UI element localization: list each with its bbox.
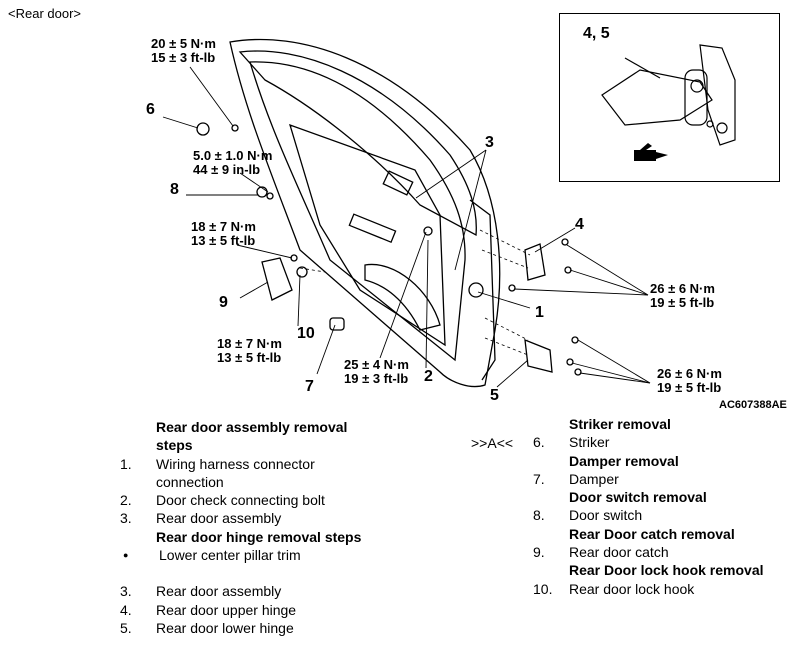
callout-3: 3	[485, 134, 494, 151]
heading-hinge-removal: Rear door hinge removal steps	[156, 528, 362, 545]
list-item: 9.Rear door catch	[533, 544, 669, 561]
door-handle	[382, 170, 414, 196]
list-item: 3.Rear door assembly	[120, 510, 282, 527]
damper	[329, 317, 345, 331]
callout-9: 9	[219, 294, 228, 311]
lock-hook	[296, 266, 308, 278]
figure-code: AC607388AE	[719, 399, 787, 411]
door-trim-panel	[289, 123, 446, 347]
callout-8: 8	[170, 181, 179, 198]
list-item: 10.Rear door lock hook	[533, 580, 695, 597]
door-outer-frame	[229, 38, 501, 388]
list-item: ●Lower center pillar trim	[120, 546, 420, 564]
list-item: 2.Door check connecting bolt	[120, 492, 325, 509]
page-title: <Rear door>	[8, 6, 81, 21]
door-switch-screw	[231, 124, 239, 132]
bullet-icon: ●	[123, 550, 129, 561]
callout-2: 2	[424, 368, 433, 385]
armrest-switch	[348, 213, 397, 244]
right-steps: Striker removal 6.Striker Damper removal…	[533, 415, 793, 598]
door-edge	[469, 199, 496, 381]
list-item: 5.Rear door lower hinge	[120, 619, 294, 636]
lower-hinge	[524, 338, 553, 373]
heading-assembly-removal: Rear door assembly removal	[156, 419, 348, 435]
list-item: 4.Rear door upper hinge	[120, 601, 297, 618]
grease-applicator-icon	[634, 143, 668, 161]
callout-4: 4	[575, 216, 584, 233]
callout-10: 10	[297, 325, 315, 342]
inset-hinge-drawing	[601, 44, 736, 146]
list-item: 3.Rear door assembly	[120, 583, 282, 600]
list-item: 1.Wiring harness connector	[120, 455, 315, 472]
callout-6: 6	[146, 101, 155, 118]
hinge-inset-frame	[559, 13, 780, 182]
rear-door-catch	[261, 257, 293, 301]
rear-door-exploded-diagram	[162, 38, 736, 388]
procedure-marker: >>A<<	[471, 435, 514, 451]
speaker-panel	[364, 263, 441, 331]
callout-5: 5	[490, 387, 499, 404]
switch-plate	[256, 186, 268, 198]
left-steps: Rear door assembly removal steps 1.Wirin…	[120, 418, 420, 637]
door-window-frame	[238, 50, 477, 237]
door-inner-frame	[249, 61, 466, 362]
inset-label: 4, 5	[583, 25, 610, 42]
door-switch	[196, 122, 210, 136]
list-item: 7.Damper	[533, 470, 619, 487]
upper-hinge	[524, 243, 546, 281]
list-item: 6.Striker	[533, 434, 610, 451]
list-item: 8.Door switch	[533, 507, 643, 524]
callout-1: 1	[535, 304, 544, 321]
callout-7: 7	[305, 378, 314, 395]
striker	[468, 282, 484, 298]
